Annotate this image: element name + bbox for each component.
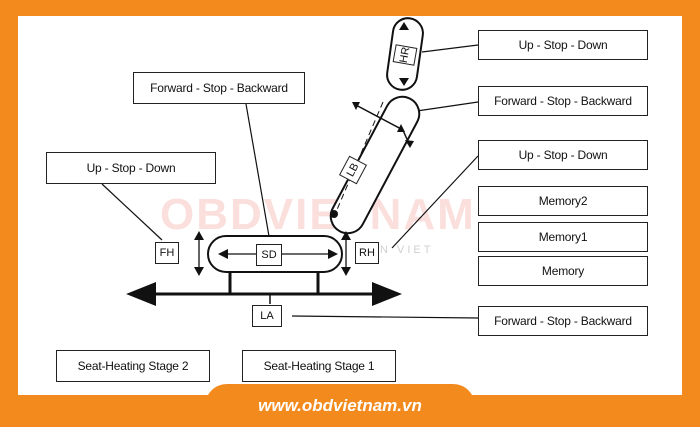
leader-fh (101, 183, 163, 241)
watermark-logo: OBDVIETNAM (160, 190, 476, 239)
label-rh-updown: Up - Stop - Down (478, 140, 648, 170)
label-backrest-forward: Forward - Stop - Backward (478, 86, 648, 116)
leader-sd (245, 103, 271, 243)
rh-arrow (341, 231, 351, 276)
leader-rh (391, 155, 479, 249)
component-hr: HR (392, 44, 418, 66)
component-rh: RH (355, 242, 379, 264)
component-sd: SD (256, 244, 282, 266)
backrest-shape (329, 95, 421, 235)
label-sd-forward: Forward - Stop - Backward (133, 72, 305, 104)
component-la: LA (252, 305, 282, 327)
label-fh-updown: Up - Stop - Down (46, 152, 216, 184)
fh-arrow (194, 231, 204, 276)
label-seat-heating-2: Seat-Heating Stage 2 (56, 350, 210, 382)
label-seat-heating-1: Seat-Heating Stage 1 (242, 350, 396, 382)
component-fh: FH (155, 242, 179, 264)
label-memory1: Memory1 (478, 222, 648, 252)
leader-hr (421, 44, 479, 53)
label-hr-updown: Up - Stop - Down (478, 30, 648, 60)
leader-la (291, 315, 479, 319)
label-memory: Memory (478, 256, 648, 286)
label-la-forward: Forward - Stop - Backward (478, 306, 648, 336)
label-memory2: Memory2 (478, 186, 648, 216)
seat-rail (126, 272, 402, 306)
leader-backrest (409, 101, 479, 113)
footer-url: www.obdvietnam.vn (205, 384, 475, 427)
